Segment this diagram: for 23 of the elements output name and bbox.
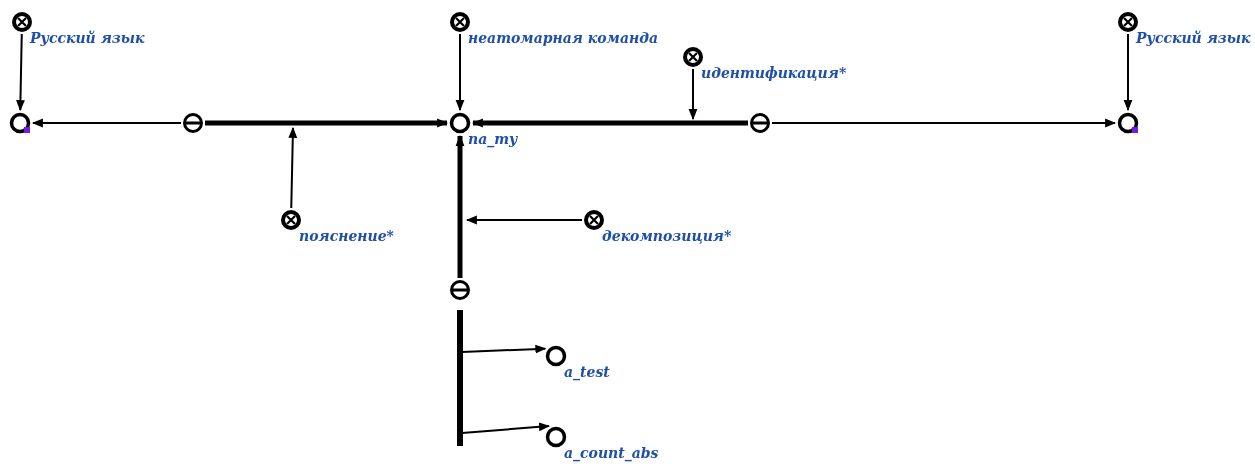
arrow — [461, 344, 547, 354]
node-label: a_test — [564, 364, 610, 380]
arrow — [471, 118, 748, 128]
arrow — [465, 215, 583, 225]
arrow — [455, 33, 465, 112]
arrow — [205, 118, 449, 128]
arrow — [771, 118, 1117, 128]
arrow — [461, 422, 550, 434]
arrow — [288, 126, 298, 209]
arrow — [455, 134, 465, 278]
node-label: неатомарная команда — [468, 30, 658, 46]
arrow — [31, 118, 182, 128]
arrow — [1123, 33, 1133, 112]
bus-line — [457, 310, 463, 446]
node-label: Русский язык — [30, 30, 145, 46]
node-label: na_my — [468, 131, 518, 147]
node-label: a_count_abs — [564, 445, 659, 461]
arrow — [688, 68, 698, 121]
node-label: пояснение* — [299, 228, 394, 244]
node-label: идентификация* — [701, 65, 847, 81]
node-label: декомпозиция* — [602, 228, 732, 244]
arrow — [16, 33, 25, 112]
node-label: Русский язык — [1136, 30, 1251, 46]
